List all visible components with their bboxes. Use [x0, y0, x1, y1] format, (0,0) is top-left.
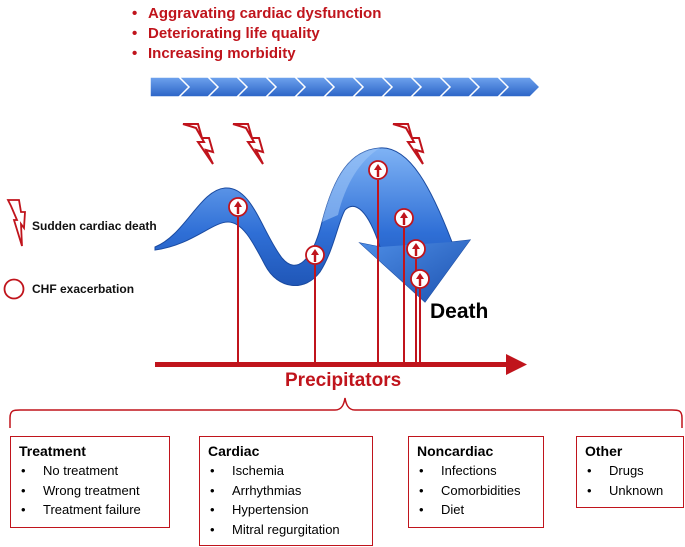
arrow-up-icon	[311, 249, 319, 262]
category-item: Treatment failure	[19, 500, 161, 520]
arrow-up-icon	[412, 243, 420, 256]
legend-chf-label: CHF exacerbation	[32, 282, 135, 296]
precipitators-axis	[155, 354, 527, 375]
effect-item: Aggravating cardiac dysfunction	[130, 4, 381, 24]
category-box-treatment: Treatment No treatment Wrong treatment T…	[10, 436, 170, 528]
chevron	[496, 76, 542, 98]
category-item: Mitral regurgitation	[208, 520, 364, 540]
category-box-noncardiac: Noncardiac Infections Comorbidities Diet	[408, 436, 544, 528]
category-item: Drugs	[585, 461, 675, 481]
category-item: Hypertension	[208, 500, 364, 520]
arrow-up-icon	[400, 212, 408, 225]
effects-list: Aggravating cardiac dysfunction Deterior…	[130, 4, 381, 64]
category-item: Ischemia	[208, 461, 364, 481]
effect-item: Deteriorating life quality	[130, 24, 381, 44]
precipitators-label: Precipitators	[285, 370, 402, 391]
category-item: Unknown	[585, 481, 675, 501]
category-box-other: Other Drugs Unknown	[576, 436, 684, 508]
category-item: Comorbidities	[417, 481, 535, 501]
category-box-cardiac: Cardiac Ischemia Arrhythmias Hypertensio…	[199, 436, 373, 546]
effect-item: Increasing morbidity	[130, 44, 381, 64]
category-title: Other	[585, 443, 623, 459]
category-item: Infections	[417, 461, 535, 481]
category-title: Cardiac	[208, 443, 260, 459]
lightning-icon	[182, 123, 215, 165]
legend-sudden-death-label: Sudden cardiac death	[32, 219, 157, 233]
category-item: Arrhythmias	[208, 481, 364, 501]
category-bracket	[9, 397, 683, 428]
arrow-up-icon	[374, 164, 382, 177]
category-title: Treatment	[19, 443, 86, 459]
lightning-icon	[392, 123, 425, 165]
category-item: Wrong treatment	[19, 481, 161, 501]
arrow-up-icon	[234, 201, 242, 214]
death-label: Death	[430, 300, 489, 323]
chevron-band	[149, 76, 542, 98]
arrow-up-icon	[416, 273, 424, 286]
category-item: No treatment	[19, 461, 161, 481]
lightning-icon	[232, 123, 265, 165]
circle-icon	[3, 278, 25, 300]
category-item: Diet	[417, 500, 535, 520]
lightning-icon	[6, 199, 26, 247]
category-title: Noncardiac	[417, 443, 494, 459]
